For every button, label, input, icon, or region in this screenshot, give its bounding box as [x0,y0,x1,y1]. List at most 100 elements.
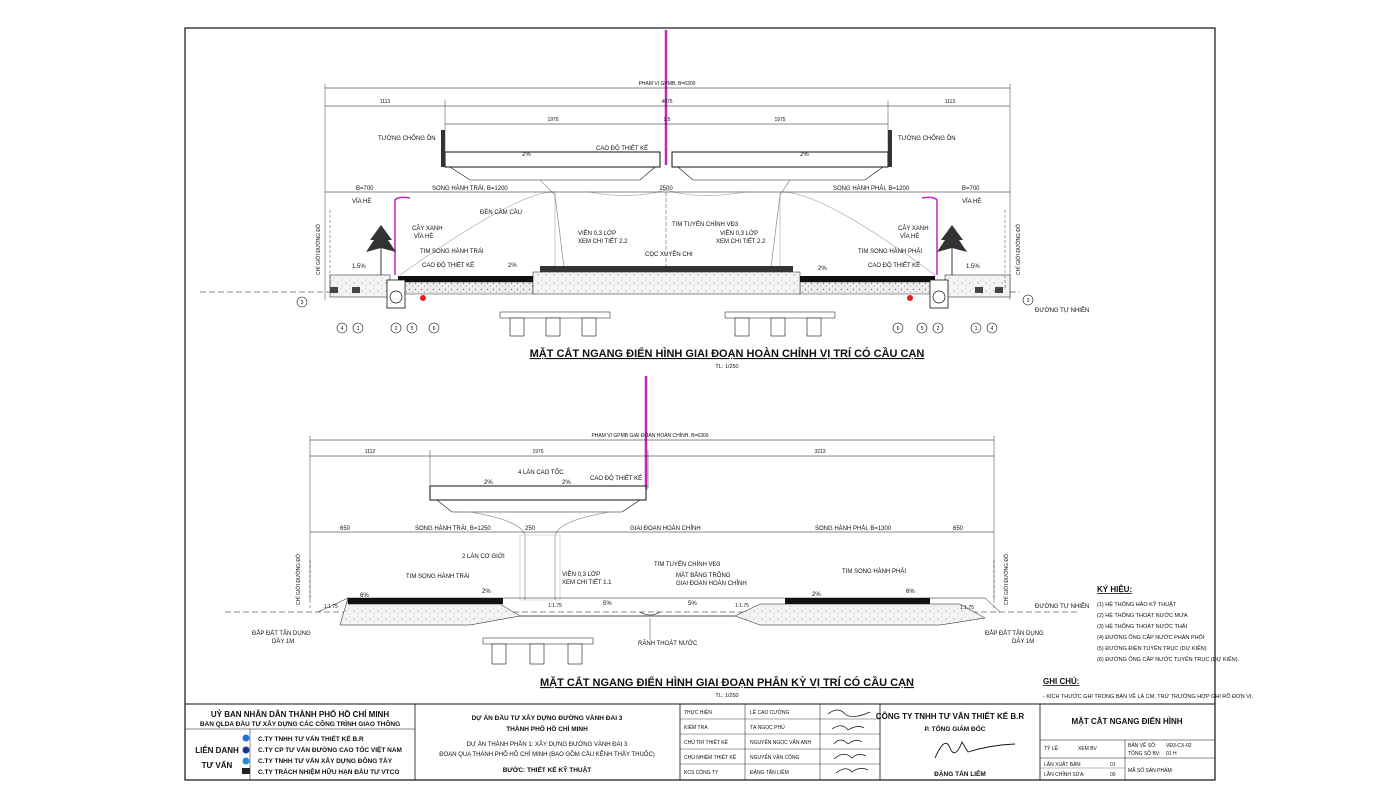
dim-650-right: 650 [953,526,964,532]
label-row-left-1: CHỈ GIỚI ĐƯỜNG ĐỎ [315,224,322,275]
notes-title: GHI CHÚ: [1043,677,1079,686]
slope-s1: 6% [360,593,369,599]
slope-ratio-r: 1:1.75 [735,603,749,609]
role-3: CHỦ TRÌ THIẾT KẾ [684,739,729,746]
component-2: ĐOẠN QUA THÀNH PHỐ HỒ CHÍ MINH (BAO GỒM … [439,750,655,758]
company-logo-2-icon [242,746,250,754]
drain-box-left [386,279,406,309]
label-noise-wall-right: TƯỜNG CHỐNG ỒN [898,135,956,142]
company-4: C.TY TRÁCH NHIỆM HỮU HẠN ĐẦU TƯ VTCO [258,766,399,776]
label-design-elev-right: CAO ĐỘ THIẾT KẾ [868,262,920,269]
label-design-elev-left: CAO ĐỘ THIẾT KẾ [422,262,474,269]
product-label: MÃ SỐ SẢN PHẨM: [1128,767,1173,774]
slope-b-s2: 2% [562,480,571,486]
dim-4075: 4075 [661,99,672,105]
drain-box-right [929,279,949,309]
label-natural-ground-2: ĐƯỜNG TỰ NHIÊN [1035,602,1089,610]
label-bridge-light: ĐÈN CẦM CẦU [480,209,522,216]
label-future-ground: MẶT BẰNG TRỐNG [676,571,731,579]
legend: KÝ HIỆU: (1) HỆ THỐNG HÀO KỸ THUẬT (2) H… [1043,585,1253,700]
slope-s5: 2% [812,592,821,598]
project-1: DỰ ÁN ĐẦU TƯ XÂY DỰNG ĐƯỜNG VÀNH ĐAI 3 [472,712,623,722]
rev-label: LẦN CHỈNH SỬA: [1044,771,1085,778]
name-2: TẠ NGỌC PHÚ [750,724,785,731]
tree-right-icon [937,225,967,275]
legend-item-6: (6) ĐƯỜNG ỐNG CẤP NƯỚC TUYẾN TRỤC (DỰ KI… [1097,656,1240,663]
label-row-right-1: CHỈ GIỚI ĐƯỜNG ĐỎ [1015,224,1022,275]
label-natural-ground-1: ĐƯỜNG TỰ NHIÊN [1035,306,1089,314]
svg-text:2: 2 [395,326,398,332]
dim-1975-s2: 1975 [532,449,543,455]
dim-700-right: B=700 [962,186,980,192]
sidewalk-right-body [944,274,1011,298]
legend-title: KÝ HIỆU: [1097,585,1132,594]
slope-ratio-l2: 1:1.75 [548,603,562,609]
drawing-title: MẶT CẮT NGANG ĐIỂN HÌNH [1071,717,1182,726]
label-frontage-center-right: TIM SONG HÀNH PHẢI [858,248,922,255]
overall-dim-1: PHẠM VI GPMB, B=6300 [639,81,696,87]
legend-item-5: (5) ĐƯỜNG ĐIỆN TUYẾN TRỤC (DỰ KIẾN) [1097,644,1207,652]
label-row-right-2: CHỈ GIỚI ĐƯỜNG ĐỎ [1003,554,1010,605]
pile-group-s2 [482,637,594,665]
section-1: PHẠM VI GPMB, B=6300 1113 4075 1113 1975… [200,30,1089,370]
sidewalk-left-body [329,274,391,298]
sheet-frame [184,27,1216,781]
noise-wall-left [441,130,445,167]
svg-text:3: 3 [1027,298,1030,304]
svg-text:4: 4 [991,326,994,332]
noise-wall-right [888,130,892,167]
slope-deck-left: 2% [522,152,531,158]
pavement-right [800,276,935,282]
signatures-icon [827,709,871,774]
slope-deck-right: 2% [800,152,809,158]
label-drain: RÃNH THOÁT NƯỚC [638,640,698,647]
slope-s3: 5% [603,601,612,607]
markers-left: 3 4 1 2 5 6 [296,296,440,334]
label-fill-left: ĐẮP ĐẤT TẬN DỤNG [252,629,311,637]
consortium-1: LIÊN DANH [195,746,239,755]
tree-left-icon [366,225,396,275]
sheet-no-label: BẢN VẼ SỐ: [1128,742,1156,749]
svg-text:5: 5 [921,326,924,332]
dim-1975-right: 1975 [774,117,785,123]
svg-text:1: 1 [357,326,360,332]
label-curb-right-2: XEM CHI TIẾT 2.2 [716,238,766,245]
company-2: C.TY CP TƯ VẤN ĐƯỜNG CAO TỐC VIỆT NAM [258,744,402,754]
director-signature-icon [934,740,1016,759]
slope-left-2: 2% [508,263,517,269]
role-4: CHỦ NHIỆM THIẾT KẾ [684,753,737,761]
section-1-title: MẶT CẮT NGANG ĐIỂN HÌNH GIAI ĐOẠN HOÀN C… [530,347,925,360]
issue: 01 [1110,762,1116,768]
firm-name: CÔNG TY TNHH TƯ VẤN THIẾT KẾ B.R [876,711,1025,721]
slope-ratio-r2: 1:1.75 [960,605,974,611]
dim-1-5: 1.5 [664,117,671,123]
svg-text:3: 3 [301,300,304,306]
label-fill-right-2: DÀY 1M [1012,638,1034,645]
overall-dim-2: PHẠM VI GPMB GIAI ĐOẠN HOÀN CHỈNH, B=630… [591,432,708,439]
label-two-lanes: 2 LÀN CƠ GIỚI [462,553,505,560]
label-sidewalk-left: VỈA HÈ [352,198,371,205]
svg-text:2: 2 [937,326,940,332]
company-3: C.TY TNHH TƯ VẤN XÂY DỰNG ĐÔNG TÂY [258,755,393,765]
label-lanes: 4 LÀN CAO TỐC [518,469,564,476]
dim-700-left: B=700 [356,186,374,192]
role-2: KIỂM TRA [684,724,708,731]
director-title: P. TỔNG GIÁM ĐỐC [925,723,986,733]
embankment-s2 [339,597,986,626]
sheet-no: VĐ3-CX-02 [1166,743,1192,749]
label-frontage-center-right-s2: TIM SONG HÀNH PHẢI [842,568,906,575]
label-row-left-2: CHỈ GIỚI ĐƯỜNG ĐỎ [295,554,302,605]
slope-a-s2: 2% [484,480,493,486]
label-curb-s2-2: XEM CHI TIẾT 1.1 [562,579,612,586]
label-future-ground-2: GIAI ĐOẠN HOÀN CHỈNH [676,580,747,587]
dim-1112: 1112 [365,449,376,455]
company-logo-3-icon [242,757,250,765]
label-curb-s2: VIỀN 0,3 LỚP [562,571,600,578]
svg-text:5: 5 [411,326,414,332]
label-frontage-center-left-s2: TIM SONG HÀNH TRÁI [406,573,470,580]
slope-s6: 6% [906,589,915,595]
label-frontage-right: SONG HÀNH PHẢI, B=1200 [833,185,910,192]
label-frontage-center-left: TIM SONG HÀNH TRÁI [420,248,484,255]
label-centerline-s2: TIM TUYẾN CHÍNH VĐ3 [654,561,721,568]
